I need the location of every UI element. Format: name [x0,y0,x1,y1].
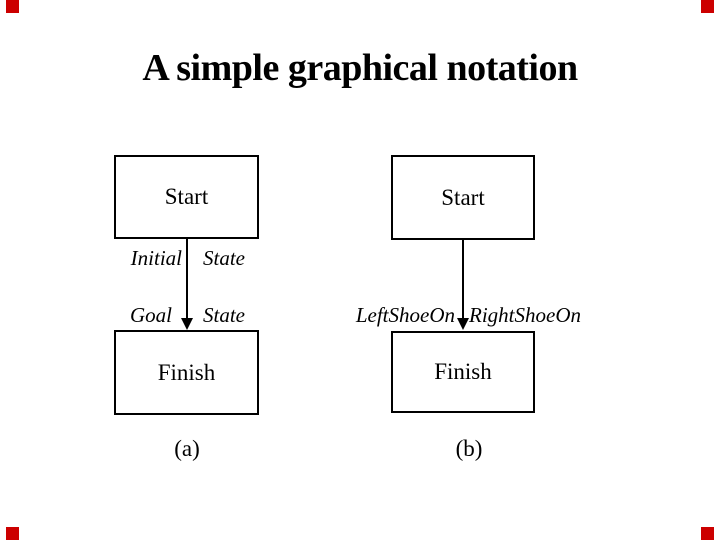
edge-label-state-bottom: State [203,303,245,327]
arrow-line-b [462,240,464,320]
finish-node-b-label: Finish [434,359,492,384]
arrow-line-a [186,239,188,320]
finish-node-a-label: Finish [157,359,216,385]
corner-marker-top-left [6,0,19,13]
caption-b: (b) [455,436,483,461]
corner-marker-bottom-right [701,527,714,540]
finish-node-b: Finish [391,331,535,413]
start-node-b-label: Start [441,184,485,210]
start-node-a-label: Start [164,184,209,209]
caption-a: (a) [174,436,200,461]
corner-marker-top-right [701,0,714,13]
corner-marker-bottom-left [6,527,19,540]
finish-node-a: Finish [114,330,259,415]
edge-label-rightshoeon: RightShoeOn [469,303,581,327]
edge-label-initial: Initial [130,246,182,270]
start-node-a: Start [114,155,259,239]
arrowhead-down-icon-b [457,318,469,330]
edge-label-leftshoeon: LeftShoeOn [355,303,455,327]
slide-title: A simple graphical notation [142,47,578,89]
edge-label-state-top: State [203,246,245,270]
arrowhead-down-icon-a [181,318,193,330]
start-node-b: Start [391,155,535,240]
edge-label-goal: Goal [130,303,172,327]
